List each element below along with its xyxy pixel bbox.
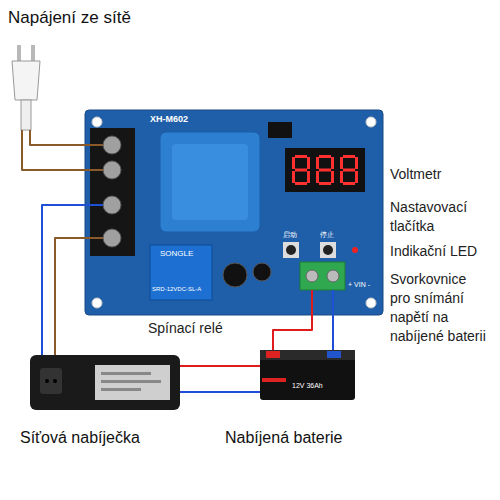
mounting-hole [366, 298, 376, 308]
plug-cord [21, 100, 31, 130]
callout-label: Voltmetr [390, 166, 441, 183]
capacitor [253, 263, 271, 281]
terminal-screw [306, 270, 318, 282]
callout-label: Spínací relé [148, 320, 223, 337]
mounting-hole [366, 117, 376, 127]
callout-label: Indikační LED [390, 243, 477, 260]
wire-stub [311, 290, 313, 315]
push-button-cap [286, 245, 296, 255]
pcb-board [85, 110, 383, 315]
push-button [320, 242, 336, 258]
sticker-line [101, 388, 141, 391]
mains-charger: Síťová nabíječka [30, 355, 180, 410]
wire [180, 391, 260, 393]
terminal-screw [103, 229, 121, 247]
wire [42, 205, 85, 355]
capacitor [223, 263, 247, 287]
push-button-cap [323, 245, 333, 255]
sticker-line [101, 372, 151, 375]
push-button [283, 242, 299, 258]
mounting-hole [92, 298, 102, 308]
callout-label: Svorkovnice pro snímání napětí na nabíje… [390, 270, 488, 346]
plug-prong [31, 45, 35, 61]
display-digit [316, 155, 334, 185]
wire [180, 365, 260, 367]
transformer-top [172, 144, 248, 220]
wire [55, 238, 85, 355]
charger-sticker [95, 365, 170, 400]
transformer [160, 132, 260, 232]
node-caption: Síťová nabíječka [20, 428, 140, 447]
wire [332, 315, 334, 350]
relay [150, 245, 212, 300]
node-heading: Napájení ze sítě [8, 8, 131, 28]
sense-terminal [300, 262, 345, 290]
relay-brand: SONGLE [160, 249, 193, 259]
indicator-led [352, 247, 358, 253]
relay-type: SRD-12VDC-SL-A [152, 286, 201, 293]
mounting-hole [92, 117, 102, 127]
battery-body [260, 350, 355, 400]
charged-battery: Nabíjená baterie [260, 350, 355, 400]
plug-prong [17, 45, 21, 61]
mains-plug: Napájení ze sítě [8, 45, 46, 130]
battery-terminal-minus [327, 351, 341, 358]
display-digit [340, 155, 358, 185]
board-model: XH-M602 [150, 114, 188, 125]
terminal-screw [327, 270, 339, 282]
socket-hole [53, 379, 57, 383]
wire-stub [85, 204, 103, 206]
wire-stub [332, 290, 334, 315]
charger-socket [40, 368, 62, 394]
display-digit [292, 155, 310, 185]
battery-terminal-plus [266, 351, 280, 358]
charger-body [30, 355, 180, 410]
node-caption: Nabíjená baterie [225, 428, 342, 447]
terminal-screw [103, 161, 121, 179]
terminal-block [90, 128, 135, 256]
wire [30, 130, 85, 145]
callout-label: Nastavovací tlačítka [390, 198, 488, 236]
button-label: 启动 [283, 231, 297, 239]
pin-label: + VIN - [348, 281, 370, 289]
terminal-screw [103, 136, 121, 154]
display [285, 148, 365, 192]
battery-rating: 12V 36Ah [292, 382, 323, 390]
plug-body [12, 61, 40, 100]
socket-hole [45, 379, 49, 383]
sticker-line [101, 380, 161, 383]
ic-chip [268, 122, 292, 138]
controller-board: XH-M602 [85, 110, 383, 315]
wire [273, 315, 312, 350]
wire-stub [85, 169, 103, 171]
battery-stripe [262, 378, 286, 382]
wire-stub [85, 144, 103, 146]
wire [22, 130, 85, 170]
terminal-screw [103, 196, 121, 214]
wire-stub [85, 237, 103, 239]
battery-lid [260, 350, 355, 360]
button-label: 停止 [320, 231, 334, 239]
